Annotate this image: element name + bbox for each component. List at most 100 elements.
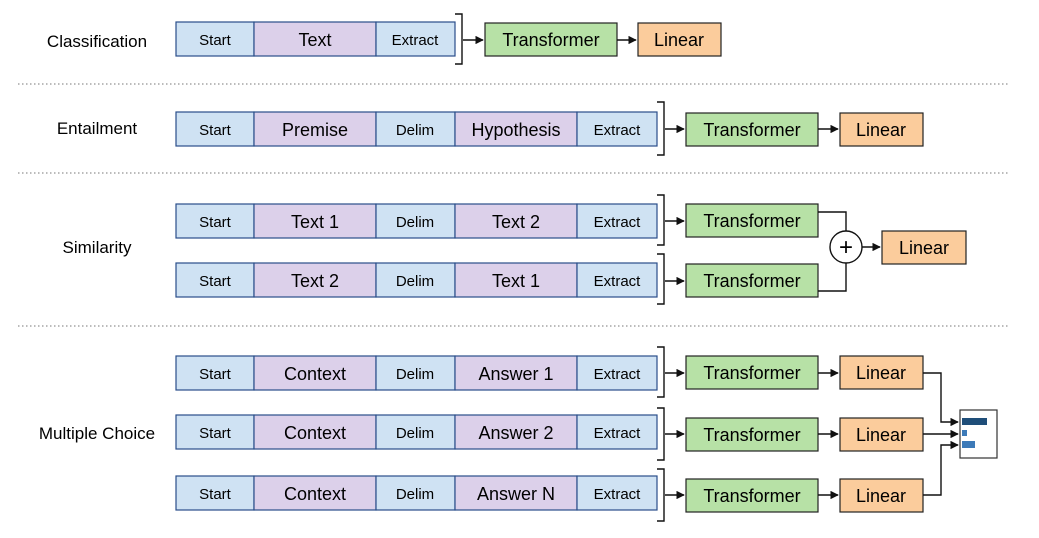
token-start	[175, 262, 255, 298]
token-sequence: Start Text 1 Delim Text 2 Extract	[175, 203, 658, 239]
token-delim-label: Delim	[396, 425, 434, 442]
transformer-label: Transformer	[703, 271, 800, 291]
task-similarity: Similarity Start Text 1 Delim Text 2 Ext…	[63, 194, 967, 305]
token-extract-label: Extract	[594, 366, 642, 383]
token-extract-label: Extract	[594, 486, 642, 503]
token-text-1-label: Text 1	[492, 271, 540, 291]
task-entailment: Entailment Start Premise Delim Hypothesi…	[57, 101, 924, 156]
token-answer-1-label: Answer 1	[478, 364, 553, 384]
token-delim-label: Delim	[396, 122, 434, 139]
token-delim-label: Delim	[396, 214, 434, 231]
token-sequence: Start Context Delim Answer 1 Extract	[175, 355, 658, 391]
token-extract	[375, 21, 456, 57]
bracket	[657, 253, 665, 305]
transformer-label: Transformer	[703, 425, 800, 445]
token-extract	[576, 111, 658, 147]
token-start	[175, 203, 255, 239]
token-sequence: Start Context Delim Answer 2 Extract	[175, 414, 658, 450]
task-label: Similarity	[63, 238, 132, 257]
token-start	[175, 21, 255, 57]
transformer-box	[685, 203, 819, 238]
linear-box	[839, 355, 924, 390]
token-extract	[576, 355, 658, 391]
token-start	[175, 475, 255, 511]
linear-label: Linear	[856, 486, 906, 506]
token-extract	[576, 475, 658, 511]
token-delim-label: Delim	[396, 273, 434, 290]
token-start	[175, 111, 255, 147]
token-context	[253, 355, 377, 391]
token-sequence: Start Premise Delim Hypothesis Extract	[175, 111, 658, 147]
softmax-output-icon	[959, 409, 998, 459]
token-extract-label: Extract	[594, 425, 642, 442]
linear-label: Linear	[899, 238, 949, 258]
token-hypothesis-label: Hypothesis	[471, 120, 560, 140]
token-delim	[375, 475, 456, 511]
token-extract	[576, 262, 658, 298]
transformer-box	[685, 417, 819, 452]
connector-line	[923, 440, 959, 496]
token-text-label: Text	[298, 30, 331, 50]
task-classification: Classification Start Text Extract Transf…	[47, 13, 722, 65]
linear-label: Linear	[856, 425, 906, 445]
token-text-2	[253, 262, 377, 298]
transformer-label: Transformer	[703, 486, 800, 506]
task-label: Classification	[47, 32, 147, 51]
token-start-label: Start	[199, 486, 232, 503]
token-answer-2-label: Answer 2	[478, 423, 553, 443]
token-start	[175, 355, 255, 391]
token-delim-label: Delim	[396, 486, 434, 503]
linear-box	[881, 230, 967, 265]
connector-line	[923, 372, 959, 427]
transformer-box	[685, 263, 819, 298]
task-label: Multiple Choice	[39, 424, 155, 443]
linear-label: Linear	[654, 30, 704, 50]
linear-label: Linear	[856, 120, 906, 140]
bracket	[657, 194, 665, 246]
task-label: Entailment	[57, 119, 138, 138]
token-start-label: Start	[199, 32, 232, 49]
transformer-box	[685, 355, 819, 390]
linear-box	[839, 112, 924, 147]
token-extract-label: Extract	[392, 32, 440, 49]
task-multiple-choice: Multiple Choice Start Context Delim Answ…	[39, 346, 998, 522]
token-text-2	[454, 203, 578, 239]
token-start-label: Start	[199, 366, 232, 383]
token-sequence: Start Text 2 Delim Text 1 Extract	[175, 262, 658, 298]
token-context-label: Context	[284, 364, 346, 384]
linear-box	[839, 478, 924, 513]
token-extract-label: Extract	[594, 273, 642, 290]
bracket	[657, 407, 665, 461]
token-start-label: Start	[199, 273, 232, 290]
token-answer-n-label: Answer N	[477, 484, 555, 504]
token-context-label: Context	[284, 423, 346, 443]
bracket	[657, 101, 665, 156]
transformer-label: Transformer	[502, 30, 599, 50]
token-extract	[576, 414, 658, 450]
transformer-label: Transformer	[703, 363, 800, 383]
token-context-label: Context	[284, 484, 346, 504]
connector-line	[818, 263, 847, 292]
token-start-label: Start	[199, 122, 232, 139]
token-premise	[253, 111, 377, 147]
linear-label: Linear	[856, 363, 906, 383]
bracket	[657, 346, 665, 398]
token-premise-label: Premise	[282, 120, 348, 140]
sum-symbol: +	[839, 234, 853, 261]
token-context	[253, 475, 377, 511]
token-delim	[375, 414, 456, 450]
token-extract-label: Extract	[594, 122, 642, 139]
token-text-1	[454, 262, 578, 298]
transformer-box	[685, 478, 819, 513]
token-sequence: Start Text Extract	[175, 21, 456, 57]
token-start	[175, 414, 255, 450]
token-text-2-label: Text 2	[291, 271, 339, 291]
token-delim	[375, 262, 456, 298]
bracket	[455, 13, 463, 65]
connector-line	[818, 211, 847, 231]
transformer-label: Transformer	[703, 211, 800, 231]
token-text-1-label: Text 1	[291, 212, 339, 232]
token-sequence: Start Context Delim Answer N Extract	[175, 475, 658, 511]
token-start-label: Start	[199, 425, 232, 442]
linear-box	[637, 22, 722, 57]
